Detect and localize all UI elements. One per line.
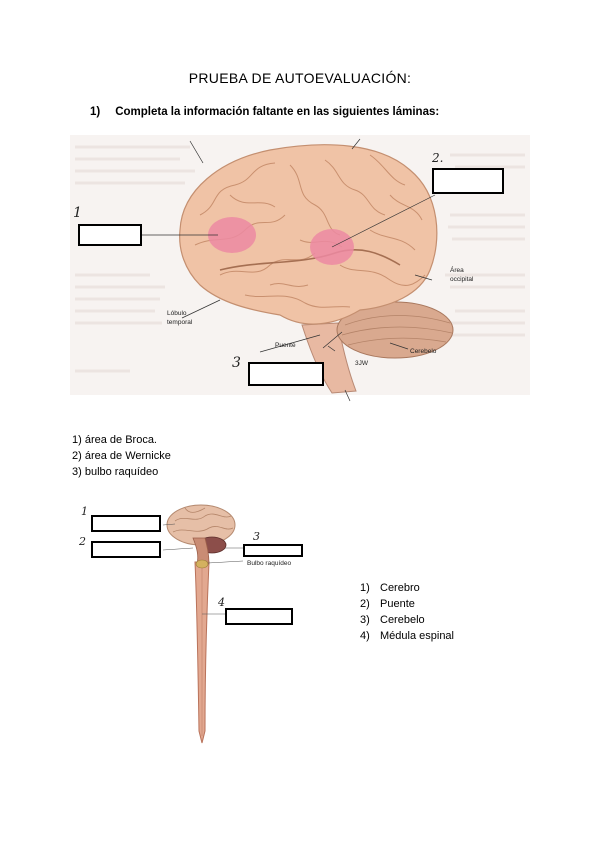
answer-item: 1) Cerebro bbox=[360, 580, 454, 596]
pons-label: Puente bbox=[275, 342, 296, 349]
cns-figure: Bulbo raquídeo 1 2 3 4 bbox=[75, 496, 315, 746]
handwritten-number-3: 3 bbox=[232, 355, 241, 371]
answer-number: 4) bbox=[360, 630, 370, 642]
occipital-label-1: Área bbox=[450, 265, 464, 274]
answer-box-2[interactable] bbox=[432, 168, 504, 194]
cns-illustration: Bulbo raquídeo 1 2 3 4 bbox=[78, 504, 291, 744]
answer-number: 1) bbox=[360, 582, 370, 594]
answer-text: Médula espinal bbox=[380, 630, 454, 642]
answer-box-3[interactable] bbox=[248, 362, 324, 386]
handwritten-number-3: 3 bbox=[253, 530, 260, 543]
answer-box-1[interactable] bbox=[78, 224, 142, 246]
answer-number: 3) bbox=[360, 614, 370, 626]
answer-list-1: 1) área de Broca. 2) área de Wernicke 3)… bbox=[72, 432, 171, 480]
medulla-label: Bulbo raquídeo bbox=[247, 560, 291, 567]
answer-text: Puente bbox=[380, 598, 415, 610]
instruction-text: Completa la información faltante en las … bbox=[115, 106, 440, 118]
answer-item: 3) bulbo raquídeo bbox=[72, 466, 159, 478]
handwritten-number-2: 2. bbox=[431, 151, 443, 165]
brain-figure: Área occipital Lóbulo temporal Puente Ce… bbox=[70, 135, 530, 405]
instruction: 1) Completa la información faltante en l… bbox=[90, 106, 439, 118]
broca-area-highlight bbox=[208, 217, 256, 253]
handwritten-number-4: 4 bbox=[217, 596, 225, 609]
temporal-label-1: Lóbulo bbox=[167, 310, 187, 317]
answer-box-4[interactable] bbox=[225, 608, 293, 625]
handwritten-number-1: 1 bbox=[81, 505, 88, 518]
answer-number: 2) bbox=[360, 598, 370, 610]
answer-item: 2) Puente bbox=[360, 596, 454, 612]
instruction-number: 1) bbox=[90, 106, 101, 118]
answer-box-2[interactable] bbox=[91, 541, 161, 558]
illustrator-signature: 3JW bbox=[355, 360, 369, 367]
answer-box-1[interactable] bbox=[91, 515, 161, 532]
answer-item: 3) Cerebelo bbox=[360, 612, 454, 628]
answer-text: Cerebro bbox=[380, 582, 420, 594]
answer-item: 4) Médula espinal bbox=[360, 628, 454, 644]
handwritten-number-1: 1 bbox=[73, 205, 82, 221]
answer-box-3[interactable] bbox=[243, 544, 303, 557]
answer-item: 2) área de Wernicke bbox=[72, 450, 171, 462]
answer-item: 1) área de Broca. bbox=[72, 434, 157, 446]
temporal-label-2: temporal bbox=[167, 319, 193, 326]
handwritten-number-2: 2 bbox=[78, 535, 86, 548]
cerebellum-label: Cerebelo bbox=[410, 348, 437, 355]
occipital-label-2: occipital bbox=[450, 276, 474, 283]
page-title: PRUEBA DE AUTOEVALUACIÓN: bbox=[188, 70, 412, 86]
answer-list-2: 1) Cerebro 2) Puente 3) Cerebelo 4) Médula e… bbox=[360, 580, 454, 644]
answer-text: Cerebelo bbox=[380, 614, 425, 626]
